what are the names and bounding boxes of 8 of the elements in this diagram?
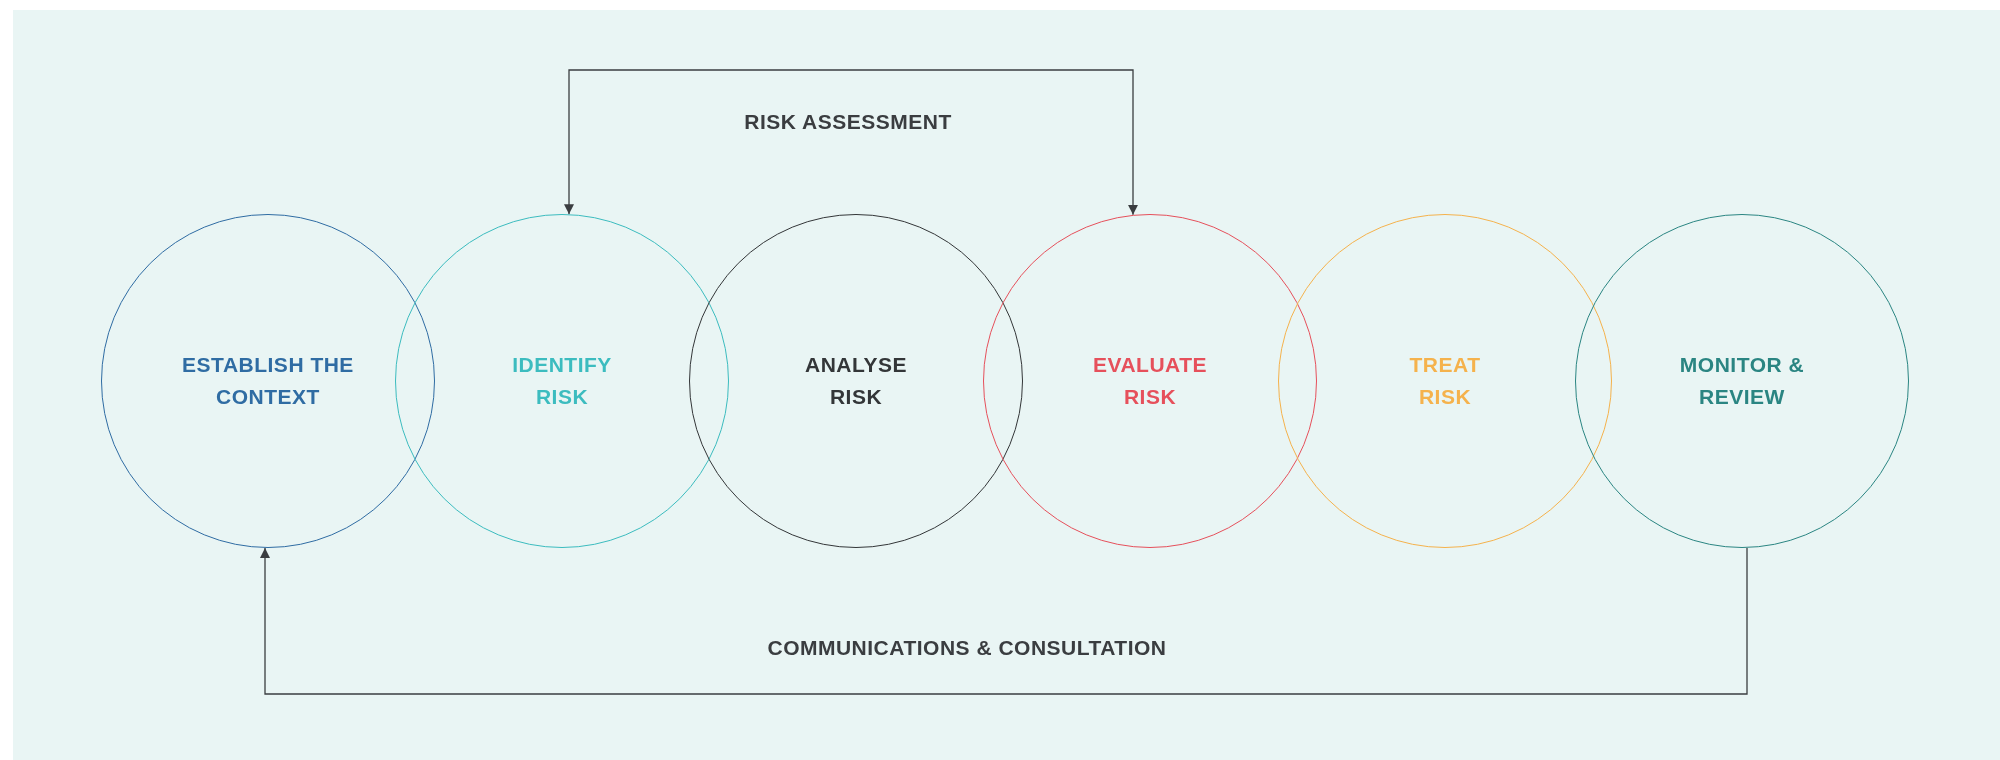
stage-label: ANALYSE RISK [804, 352, 908, 410]
stage-label: ESTABLISH THE CONTEXT [181, 352, 355, 410]
stage-label: IDENTIFY RISK [511, 352, 613, 410]
stage-label: EVALUATE RISK [1092, 352, 1208, 410]
stage-label: MONITOR & REVIEW [1678, 352, 1806, 410]
stage-label: TREAT RISK [1408, 352, 1482, 410]
connector-arrow [564, 69, 1138, 216]
connector-arrow [260, 547, 1748, 695]
